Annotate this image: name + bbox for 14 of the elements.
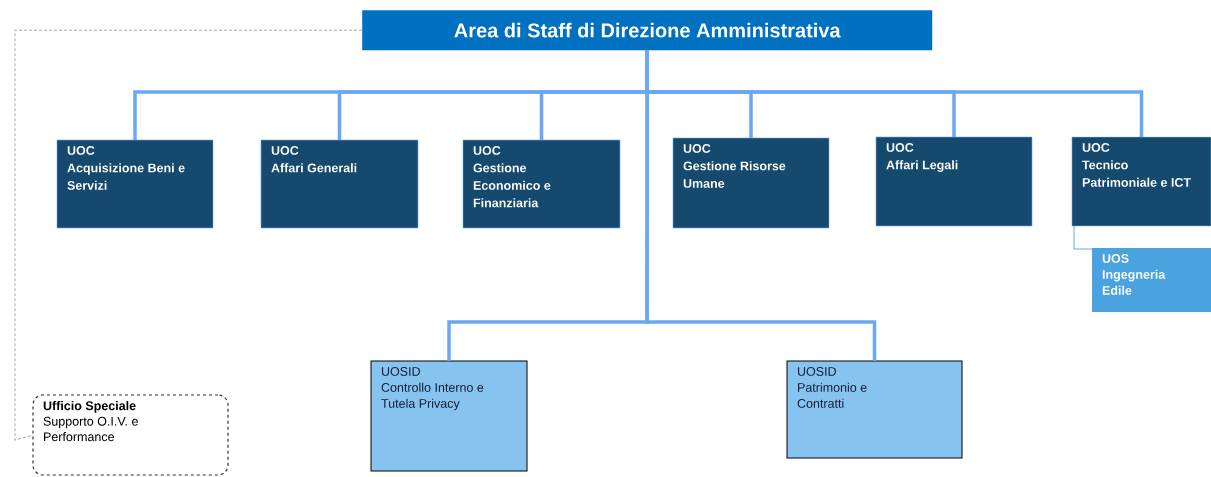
unit-box: UOC Affari Legali (875, 136, 1033, 227)
unit-box: UOC Gestione Economico e Finanziaria (462, 139, 621, 229)
connector-line (1073, 225, 1093, 250)
connector-line (14, 29, 363, 441)
unit-box: UOSID Patrimonio e Contratti (786, 360, 963, 459)
unit-box: UOC Tecnico Patrimoniale e ICT (1071, 136, 1211, 227)
connector-line (645, 50, 877, 361)
unit-box: UOSID Controllo Interno e Tutela Privacy (370, 360, 528, 472)
title-box: Area di Staff di Direzione Amministrativa (362, 10, 933, 51)
unit-box: UOS Ingegneria Edile (1092, 248, 1211, 312)
office-box: Ufficio Speciale Supporto O.I.V. e Performance (32, 394, 229, 476)
unit-box: UOC Acquisizione Beni e Servizi (56, 139, 214, 229)
unit-box: UOC Affari Generali (260, 139, 419, 229)
unit-box: UOC Gestione Risorse Umane (672, 137, 830, 229)
